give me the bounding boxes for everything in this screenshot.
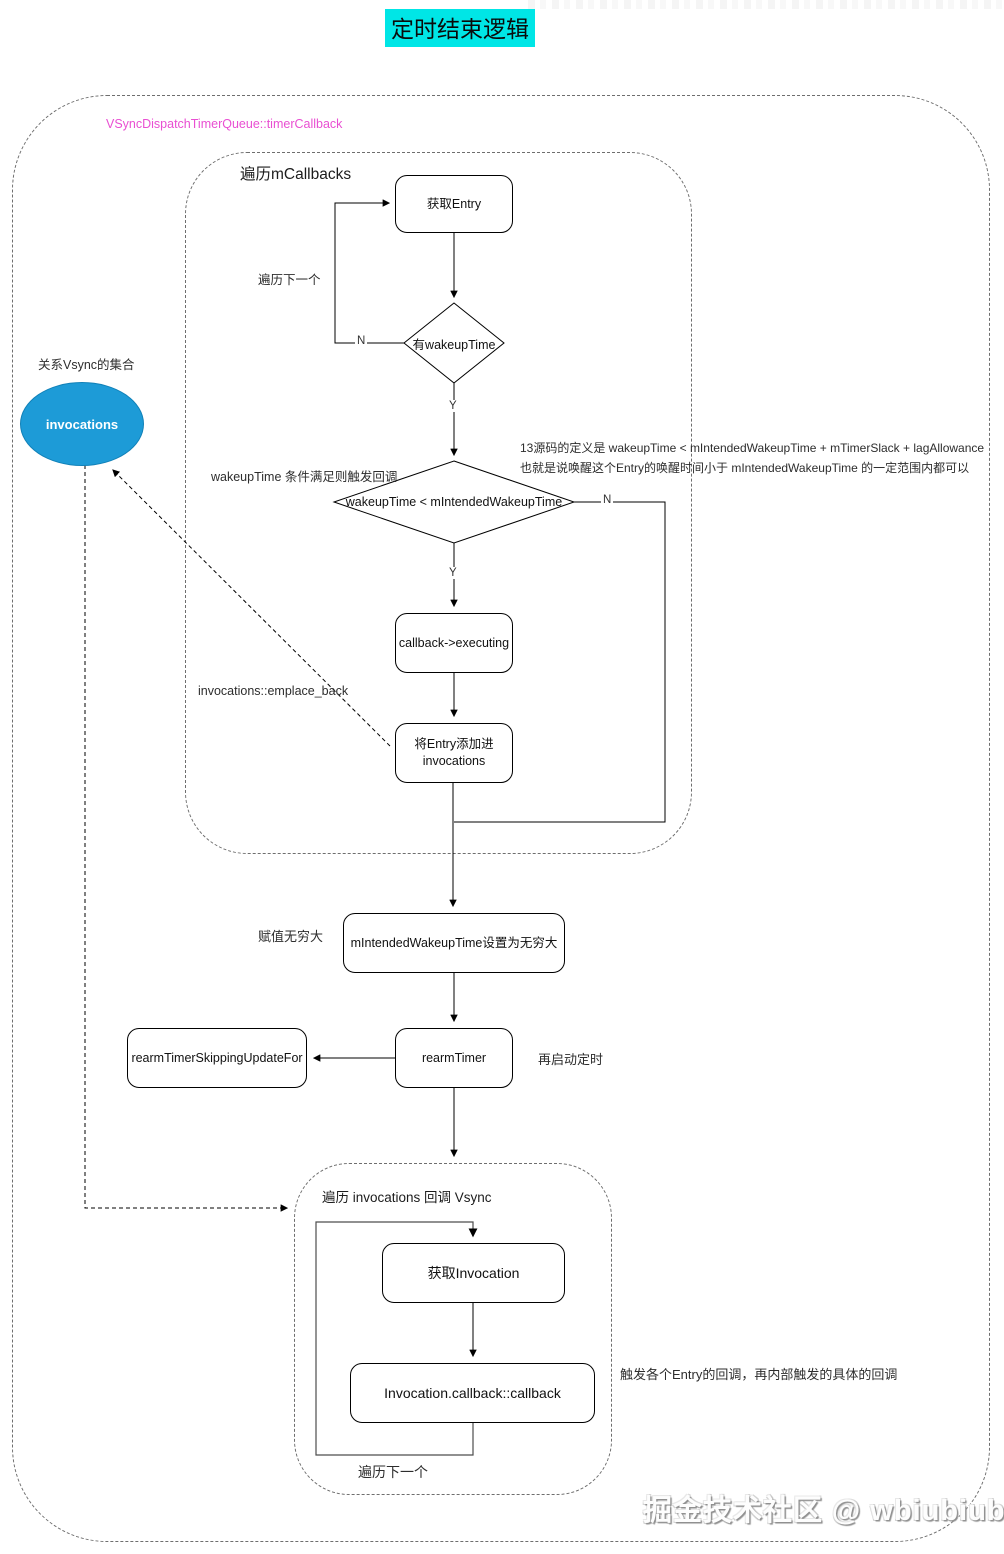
node-add-entry: 将Entry添加进 invocations	[395, 723, 513, 783]
node-set-infinity: mIntendedWakeupTime设置为无穷大	[343, 913, 565, 973]
watermark-text: 掘金技术社区 @ wbiubiubiu	[643, 1495, 1004, 1527]
node-add-entry-line1: 将Entry添加进	[414, 737, 494, 752]
branch-label-n2: N	[601, 494, 614, 506]
branch-label-y1: Y	[447, 400, 459, 412]
cropped-top-watermark-strip	[528, 0, 1004, 9]
node-rearm-timer: rearmTimer	[395, 1028, 513, 1088]
annotation-assign-infinity: 赋值无穷大	[258, 929, 324, 944]
page-title: 定时结束逻辑	[385, 9, 535, 47]
loop-invocations-box	[294, 1163, 612, 1495]
annotation-trigger-note: 触发各个Entry的回调，再内部触发的具体的回调	[620, 1367, 898, 1382]
node-invocation-callback: Invocation.callback::callback	[350, 1363, 595, 1423]
invocations-set-ellipse: invocations	[20, 382, 144, 466]
iterate-next-label-top: 遍历下一个	[258, 273, 321, 287]
loop-invocations-label: 遍历 invocations 回调 Vsync	[322, 1190, 492, 1205]
branch-label-n1: N	[355, 335, 368, 347]
annotation-slack-note: 13源码的定义是 wakeupTime < mIntendedWakeupTim…	[520, 441, 985, 475]
annotation-restart-timer: 再启动定时	[538, 1052, 604, 1067]
outer-function-scope-box	[12, 95, 990, 1542]
iterate-next-label-bottom: 遍历下一个	[358, 1464, 428, 1480]
node-rearm-skip: rearmTimerSkippingUpdateFor	[127, 1028, 307, 1088]
branch-label-y2: Y	[447, 567, 459, 579]
annotation-emplace-back: invocations::emplace_back	[198, 684, 349, 698]
function-scope-label: VSyncDispatchTimerQueue::timerCallback	[106, 117, 343, 131]
node-add-entry-line2: invocations	[422, 754, 486, 768]
annotation-condition: wakeupTime 条件满足则触发回调	[211, 470, 398, 484]
node-get-invocation: 获取Invocation	[382, 1243, 565, 1303]
annotation-vsync-set: 关系Vsync的集合	[38, 358, 135, 372]
loop-mcallbacks-label: 遍历mCallbacks	[240, 166, 352, 183]
node-get-entry: 获取Entry	[395, 175, 513, 233]
node-callback-executing: callback->executing	[395, 613, 513, 673]
